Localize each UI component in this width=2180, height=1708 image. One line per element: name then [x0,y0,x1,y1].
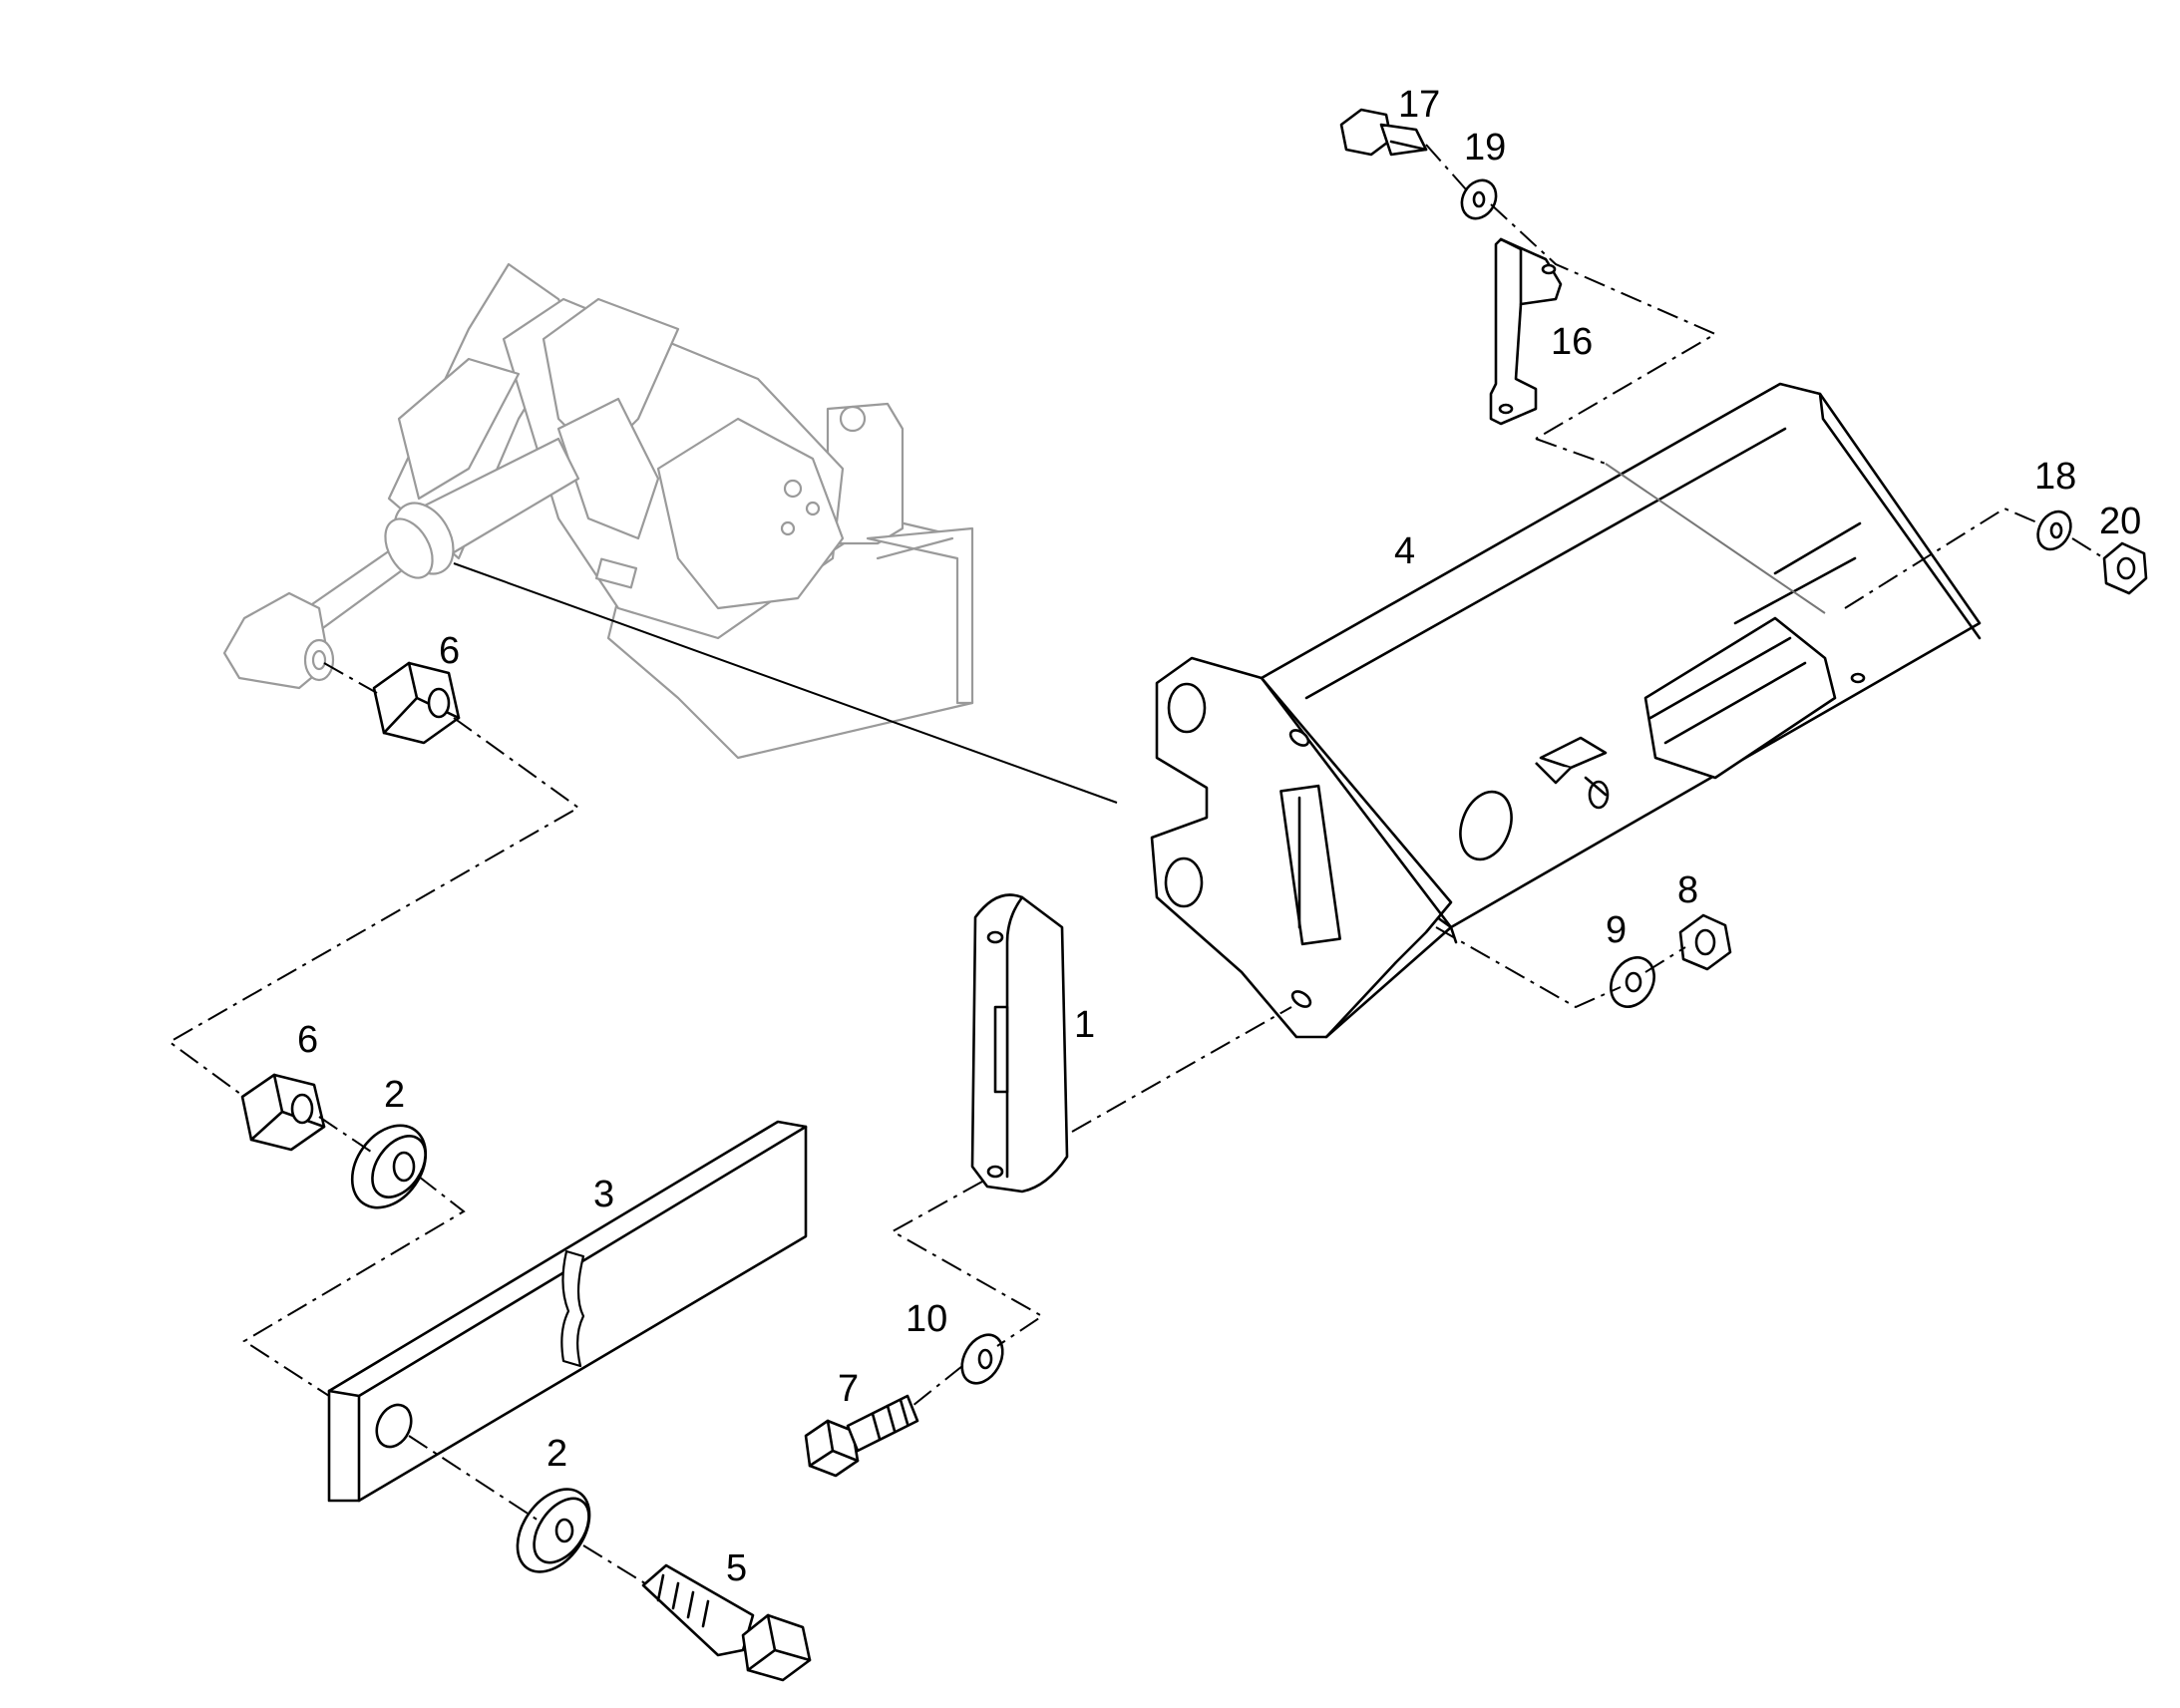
callout-6-lower: 6 [297,1019,318,1061]
part-6-nut-lower [240,1073,326,1152]
part-9-washer [1610,956,1655,1008]
callout-8: 8 [1677,869,1698,911]
callout-20: 20 [2099,501,2141,542]
part-7-hex-bolt-small [804,1394,919,1478]
part-5-hex-bolt [641,1563,812,1682]
part-8-lock-nut [1678,913,1732,971]
part-10-washer [960,1333,1004,1385]
part-3-bar [327,1120,808,1503]
callout-18: 18 [2034,456,2076,498]
part-16-mounting-clip [1489,237,1563,426]
part-19-washer [1460,178,1498,220]
part-20-nut [2102,541,2148,595]
part-4-bracket-housing [1150,382,1982,1039]
part-18-washer [2036,510,2072,551]
callout-2-upper: 2 [384,1074,405,1116]
callout-9: 9 [1606,909,1627,951]
callout-16: 16 [1551,321,1593,363]
callout-10: 10 [906,1298,947,1340]
callout-3: 3 [593,1174,614,1215]
callout-2-lower: 2 [546,1433,567,1475]
callout-7: 7 [838,1368,859,1410]
part-17-bolt [1339,108,1428,157]
assembly-centerlines [168,144,2105,1586]
callout-17: 17 [1398,84,1440,126]
part-2-washer-lower [516,1488,591,1573]
callout-4: 4 [1394,530,1415,572]
part-6-nut-upper [372,661,461,745]
callout-labels: 17 19 16 4 18 20 6 9 8 1 6 2 3 10 7 2 5 [297,84,2141,1589]
callout-6-upper: 6 [439,630,460,672]
callout-5: 5 [726,1547,747,1589]
leader-line-assembly [453,562,1118,804]
callout-1: 1 [1074,1004,1095,1046]
part-2-washer-upper [350,1124,428,1209]
context-machine-assembly [222,262,974,760]
callout-19: 19 [1464,127,1506,169]
part-1-spacer-block [970,893,1069,1194]
